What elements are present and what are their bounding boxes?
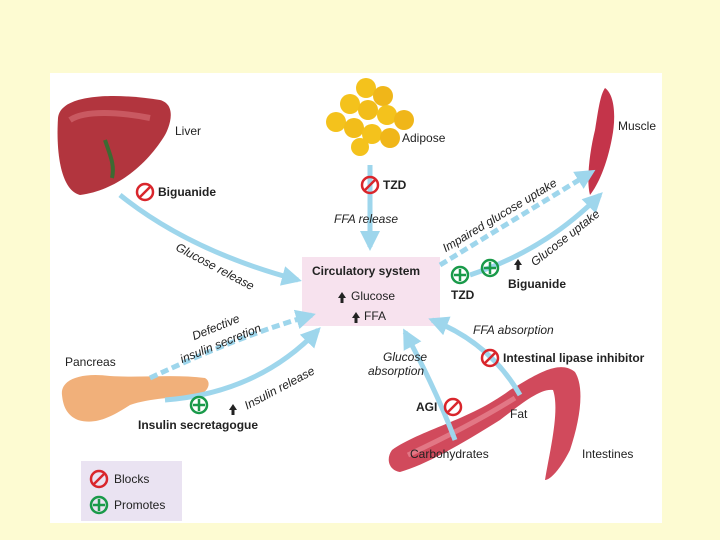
arrow-insulin-release — [164, 327, 321, 403]
circulatory-system-box — [302, 257, 440, 326]
muscle-label: Muscle — [618, 119, 657, 133]
promote-icon-insulin-secretagogue — [189, 395, 209, 415]
fat-label: Fat — [510, 407, 528, 421]
block-icon-biguanide-liver — [135, 182, 155, 202]
flow-arrows — [118, 165, 603, 441]
ffa-absorption-label: FFA absorption — [473, 323, 554, 337]
glucose-absorption-line2: absorption — [368, 364, 425, 378]
up-arrow-glucose — [338, 292, 346, 303]
circulatory-glucose: Glucose — [351, 289, 396, 303]
pancreas-illustration — [61, 374, 209, 422]
block-symbols — [89, 175, 500, 489]
circulatory-ffa: FFA — [364, 309, 387, 323]
promote-icon-legend — [89, 495, 109, 515]
increase-arrows — [229, 259, 522, 415]
tzd-adipose-label: TZD — [383, 178, 407, 192]
carbohydrates-label: Carbohydrates — [410, 447, 489, 461]
adipose-label: Adipose — [402, 131, 446, 145]
tzd-muscle-label: TZD — [451, 288, 475, 302]
block-icon-lipase-inhibitor — [480, 348, 500, 368]
legend-promotes-label: Promotes — [114, 498, 166, 512]
promote-icon-tzd-muscle — [450, 265, 470, 285]
agi-label: AGI — [416, 400, 438, 414]
promote-icon-biguanide-muscle — [480, 258, 500, 278]
intestines-label: Intestines — [582, 447, 634, 461]
up-arrow-glucose-uptake — [514, 259, 522, 270]
biguanide-muscle-label: Biguanide — [508, 277, 567, 291]
promote-symbols — [89, 258, 500, 515]
up-arrow-insulin-release — [229, 404, 237, 415]
liver-illustration — [57, 95, 171, 195]
block-icon-agi — [443, 397, 463, 417]
arrow-glucose-release — [118, 193, 302, 286]
muscle-illustration — [588, 88, 615, 195]
arrow-impaired-uptake — [438, 169, 596, 268]
glucose-absorption-line1: Glucose — [383, 350, 428, 364]
liver-label: Liver — [175, 124, 202, 138]
legend-blocks-label: Blocks — [114, 472, 150, 486]
arrow-defective-insulin — [148, 309, 316, 381]
ffa-release-label: FFA release — [334, 212, 399, 226]
arrow-glucose-absorption — [402, 328, 458, 441]
lipase-inhibitor-label: Intestinal lipase inhibitor — [503, 351, 645, 365]
block-icon-tzd-adipose — [360, 175, 380, 195]
insulin-secretagogue-label: Insulin secretagogue — [138, 418, 259, 432]
up-arrow-ffa — [352, 312, 360, 323]
biguanide-liver-label: Biguanide — [158, 185, 217, 199]
intestines-illustration — [388, 367, 581, 480]
block-icon-legend — [89, 469, 109, 489]
pancreas-label: Pancreas — [65, 355, 116, 369]
circulatory-title: Circulatory system — [312, 264, 421, 278]
adipose-illustration — [326, 78, 414, 156]
arrow-ffa-absorption — [428, 316, 523, 397]
